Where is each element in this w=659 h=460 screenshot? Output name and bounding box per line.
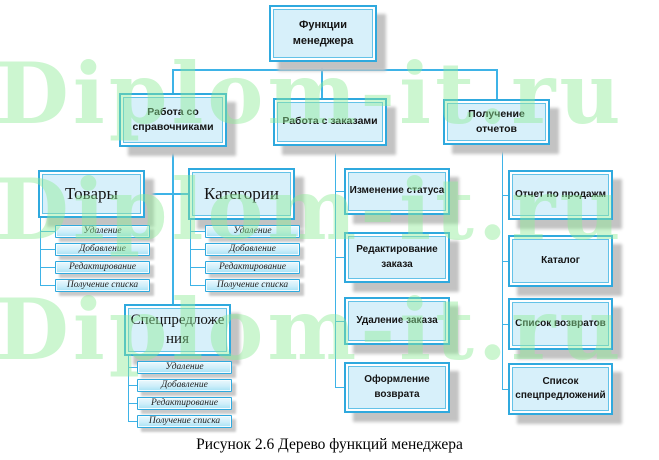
connector-line [128, 421, 137, 422]
node-order-status: Изменение статуса [344, 168, 450, 215]
connector-line [40, 218, 41, 286]
node-report-catalog: Каталог [508, 235, 613, 287]
node-group-specials: Спецпредложения [124, 304, 231, 356]
connector-line [128, 403, 137, 404]
connector-line [335, 191, 344, 192]
connector-line [335, 321, 344, 322]
node-branch-orders: Работа с заказами [273, 98, 387, 146]
tree-leaf: Редактирование [55, 261, 150, 274]
tree-leaf: Добавление [55, 243, 150, 256]
node-report-specials: Список спецпредложений [508, 363, 613, 415]
tree-leaf: Получение списка [55, 279, 150, 292]
connector-line [128, 356, 129, 422]
connector-line [502, 324, 508, 325]
figure-caption: Рисунок 2.6 Дерево функций менеджера [196, 436, 463, 453]
connector-line [321, 62, 323, 98]
tree-leaf: Удаление [137, 361, 232, 374]
tree-leaf: Редактирование [137, 397, 232, 410]
node-branch-reports: Получение отчетов [443, 99, 550, 145]
connector-line [496, 69, 498, 99]
connector-line [40, 267, 55, 268]
connector-line [190, 267, 205, 268]
node-report-returns: Список возвратов [508, 298, 613, 350]
tree-leaf: Получение списка [205, 279, 300, 292]
connector-line [172, 69, 498, 71]
tree-leaf: Добавление [205, 243, 300, 256]
node-group-categories: Категории [188, 168, 295, 220]
connector-line [190, 220, 191, 286]
connector-line [145, 193, 188, 195]
connector-line [502, 195, 508, 196]
node-order-edit: Редактирование заказа [344, 232, 450, 283]
connector-line [502, 261, 508, 262]
connector-line [128, 367, 137, 368]
connector-line [40, 249, 55, 250]
connector-line [190, 249, 205, 250]
tree-leaf: Удаление [205, 225, 300, 238]
connector-line [190, 231, 205, 232]
node-order-delete: Удаление заказа [344, 297, 450, 345]
node-report-sales: Отчет по продажм [508, 170, 613, 220]
connector-line [40, 285, 55, 286]
tree-leaf: Добавление [137, 379, 232, 392]
connector-line [40, 231, 55, 232]
node-group-products: Товары [38, 170, 145, 218]
connector-line [335, 257, 344, 258]
tree-leaf: Удаление [55, 225, 150, 238]
connector-line [502, 145, 503, 390]
connector-line [172, 69, 174, 93]
tree-leaf: Получение списка [137, 415, 232, 428]
connector-line [128, 385, 137, 386]
connector-line [502, 389, 508, 390]
connector-line [335, 387, 344, 388]
connector-line [335, 146, 336, 388]
node-order-return: Оформление возврата [344, 362, 450, 413]
node-root: Функции менеджера [269, 5, 377, 62]
connector-line [190, 285, 205, 286]
tree-leaf: Редактирование [205, 261, 300, 274]
node-branch-directories: Работа со справочниками [119, 93, 227, 147]
connector-line [172, 147, 174, 304]
